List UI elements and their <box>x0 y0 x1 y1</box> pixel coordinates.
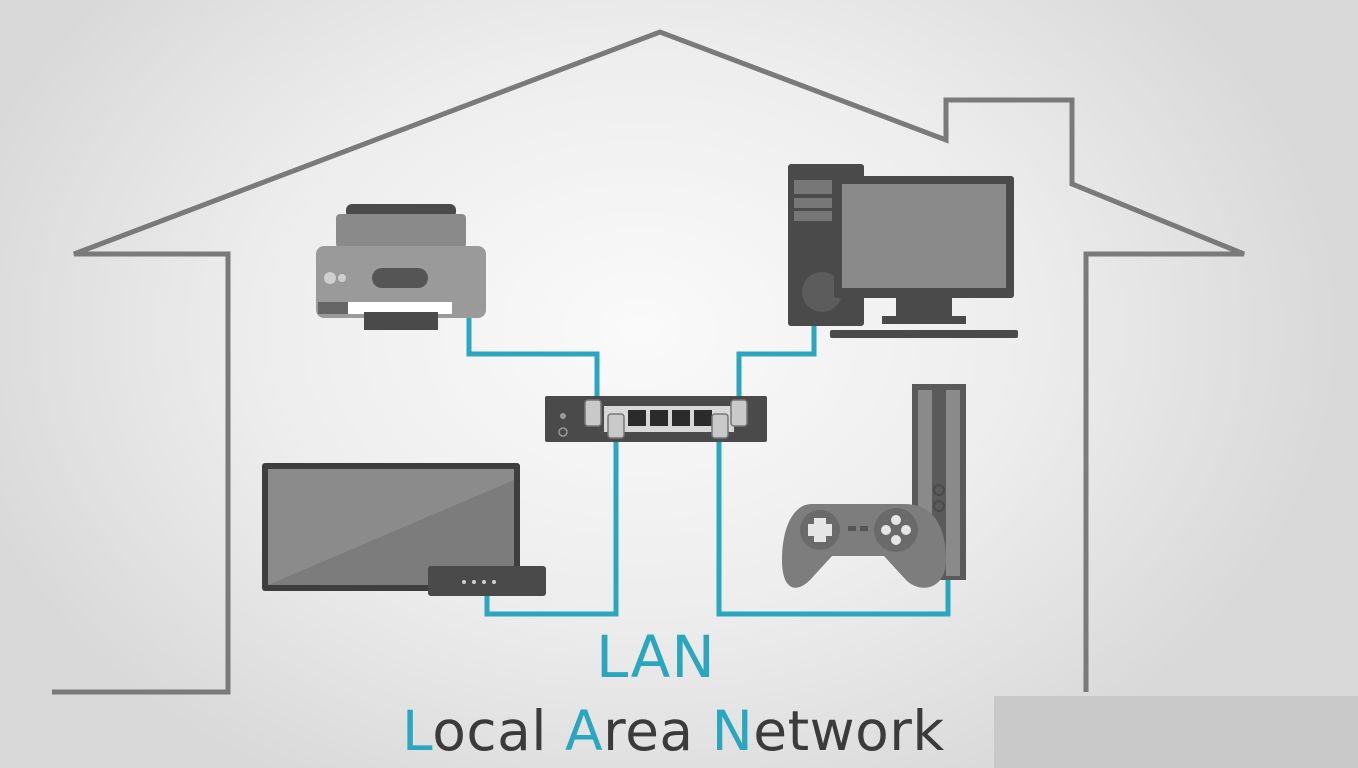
house-outline <box>52 29 1245 695</box>
network-switch-icon <box>545 396 767 442</box>
cable-tv <box>484 438 619 617</box>
word-rest: rea <box>603 699 712 763</box>
word-rest: etwork <box>753 699 945 763</box>
word-rest: ocal <box>432 699 566 763</box>
desktop-computer-icon <box>788 164 1018 338</box>
cables <box>466 318 951 617</box>
cable-computer <box>736 326 817 404</box>
initial-letter: N <box>711 699 754 763</box>
gamepad-icon <box>782 504 946 588</box>
initial-letter: A <box>565 699 604 763</box>
lan-expansion: Local Area Network <box>402 694 945 768</box>
cable-console <box>716 438 951 617</box>
cable-printer <box>466 318 600 404</box>
printer-icon <box>316 204 486 330</box>
corner-overlay <box>994 696 1358 768</box>
initial-letter: L <box>402 699 433 763</box>
lan-title: LAN <box>596 623 716 691</box>
set-top-box-icon <box>428 566 546 596</box>
television-icon <box>262 463 520 591</box>
